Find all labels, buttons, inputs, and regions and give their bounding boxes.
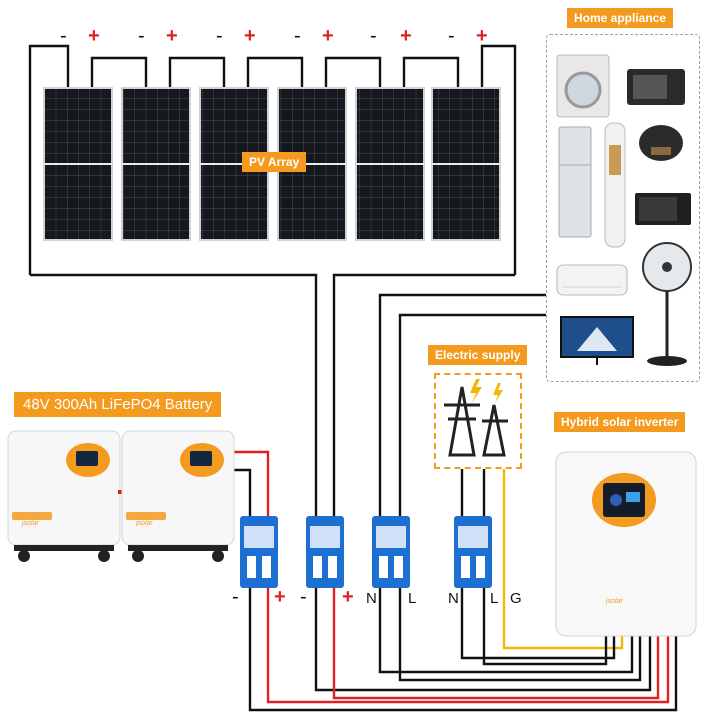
panel-5-negative: -	[370, 25, 377, 47]
panel-1-negative: -	[60, 25, 67, 47]
battery-unit-1	[7, 430, 122, 562]
rice-cooker-icon	[639, 125, 683, 161]
panel-2-negative: -	[138, 25, 145, 47]
breaker-ac-grid	[454, 516, 492, 588]
lightning-icon	[470, 379, 482, 403]
inverter-brand: jsolar	[606, 598, 623, 605]
pv-string-wiring	[28, 44, 517, 516]
terminal-label: G	[510, 590, 522, 607]
panel-4-negative: -	[294, 25, 301, 47]
breaker-dc-battery	[240, 516, 278, 588]
inverter-title: Hybrid solar inverter	[554, 412, 686, 432]
battery-unit-2	[121, 430, 235, 562]
terminal-label: L	[490, 590, 499, 607]
terminal-label: +	[342, 586, 354, 608]
battery-1-brand: jsolar	[22, 520, 39, 527]
panel-3-negative: -	[216, 25, 223, 47]
panel-3-positive: +	[244, 25, 256, 47]
battery-2-brand: jsolar	[136, 520, 153, 527]
microwave-icon	[635, 193, 691, 225]
pv-panel-5	[355, 87, 425, 241]
home-appliance-title: Home appliance	[567, 8, 674, 28]
hybrid-inverter	[555, 451, 697, 637]
refrigerator-icon	[558, 126, 592, 238]
pv-panel-3	[199, 87, 269, 241]
pv-panel-1	[43, 87, 113, 241]
battery-title: 48V 300Ah LiFePO4 Battery	[14, 392, 222, 417]
terminal-label: -	[300, 586, 307, 608]
pv-panel-6	[431, 87, 501, 241]
home-appliance-box	[546, 34, 700, 382]
pv-panel-2	[121, 87, 191, 241]
split-air-conditioner-icon	[556, 264, 628, 296]
panel-4-positive: +	[322, 25, 334, 47]
panel-5-positive: +	[400, 25, 412, 47]
stand-fan-icon	[642, 242, 692, 366]
terminal-label: N	[366, 590, 377, 607]
terminal-label: +	[274, 586, 286, 608]
breaker-ac-load	[372, 516, 410, 588]
pv-panel-group	[43, 87, 501, 241]
television-icon	[560, 316, 634, 365]
breaker-dc-pv	[306, 516, 344, 588]
panel-1-positive: +	[88, 25, 100, 47]
panel-6-positive: +	[476, 25, 488, 47]
washing-machine-icon	[556, 54, 610, 118]
terminal-label: N	[448, 590, 459, 607]
pv-array-title: PV Array	[242, 152, 307, 172]
electric-supply-title: Electric supply	[428, 345, 528, 365]
terminal-label: -	[232, 586, 239, 608]
toaster-oven-icon	[627, 69, 685, 105]
appliance-icons	[556, 54, 692, 366]
power-tower-icon	[444, 379, 508, 457]
terminal-label: L	[408, 590, 417, 607]
panel-2-positive: +	[166, 25, 178, 47]
air-conditioner-tower-icon	[604, 122, 626, 248]
panel-6-negative: -	[448, 25, 455, 47]
ac-wiring	[232, 293, 678, 712]
electric-supply-box	[434, 373, 522, 469]
